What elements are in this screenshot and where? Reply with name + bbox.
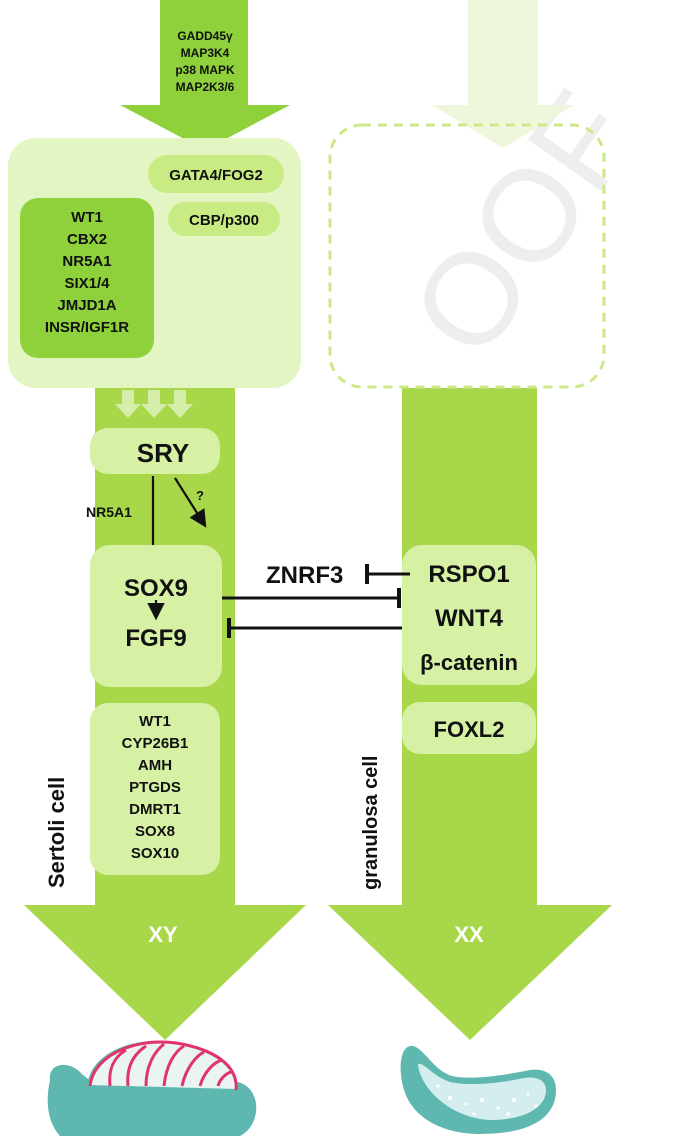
upstream-signal: p38 MAPK	[175, 63, 235, 77]
testis-cord	[180, 1050, 205, 1087]
follicle-dot	[526, 1092, 530, 1096]
nr5a1-label: NR5A1	[86, 504, 132, 520]
ovary-follicles	[436, 1084, 538, 1116]
upstream-signals-list: GADD45γ MAP3K4 p38 MAPK MAP2K3/6	[175, 29, 235, 94]
factor-item: INSR/IGF1R	[45, 319, 129, 336]
wnt4-label: WNT4	[435, 605, 504, 632]
granulosa-cell-label: granulosa cell	[360, 756, 382, 891]
sry-label: SRY	[137, 438, 190, 468]
follicle-dot	[464, 1102, 468, 1106]
znrf3-label: ZNRF3	[266, 562, 343, 589]
upstream-signal: MAP3K4	[181, 46, 230, 60]
foxl2-box	[402, 702, 536, 754]
target-item: SOX10	[131, 845, 179, 862]
gata4-fog2-label: GATA4/FOG2	[169, 167, 263, 184]
sertoli-targets-box	[90, 703, 220, 875]
follicle-dot	[512, 1098, 516, 1102]
target-item: CYP26B1	[122, 735, 189, 752]
fgf9-label: FGF9	[125, 625, 186, 652]
small-down-arrow	[167, 390, 193, 418]
sry-unknown-arrow	[174, 477, 207, 528]
testis-cord	[144, 1042, 165, 1087]
factor-item: JMJD1A	[57, 297, 116, 314]
rspo1-label: RSPO1	[428, 561, 509, 588]
activation-arrows	[115, 390, 193, 418]
testis-cord	[216, 1070, 233, 1087]
testis-cord	[162, 1044, 185, 1087]
testis-cord	[198, 1058, 223, 1087]
follicle-dot	[472, 1112, 476, 1116]
foxl2-label: FOXL2	[434, 717, 505, 742]
target-item: AMH	[138, 757, 172, 774]
upstream-signal: MAP2K3/6	[176, 80, 235, 94]
xy-label: XY	[148, 922, 178, 947]
small-down-arrow	[141, 390, 167, 418]
follicle-dot	[436, 1084, 440, 1088]
target-item: DMRT1	[129, 801, 181, 818]
cbp-p300-label: CBP/p300	[189, 212, 259, 229]
target-item: WT1	[139, 713, 171, 730]
factor-item: SIX1/4	[64, 275, 110, 292]
testis-illustration	[47, 1040, 257, 1136]
target-item: SOX8	[135, 823, 175, 840]
testis-cords	[88, 1040, 238, 1091]
beta-catenin-label: β-catenin	[420, 650, 518, 675]
ghost-upstream-arrow	[432, 0, 574, 148]
empty-upstream-box	[328, 123, 606, 389]
question-mark: ?	[196, 488, 204, 503]
testis-cord	[108, 1048, 127, 1087]
sox9-label: SOX9	[124, 575, 188, 602]
follicle-dot	[534, 1104, 538, 1108]
upstream-signal: GADD45γ	[177, 29, 233, 43]
cbp-p300-pill	[168, 202, 280, 236]
rspo1-wnt4-box	[402, 545, 536, 685]
upstream-factors-list: WT1 CBX2 NR5A1 SIX1/4 JMJD1A INSR/IGF1R	[45, 209, 129, 336]
follicle-dot	[480, 1098, 484, 1102]
factor-item: NR5A1	[62, 253, 111, 270]
follicle-dot	[448, 1096, 452, 1100]
follicle-dot	[506, 1112, 510, 1116]
ovary-illustration	[400, 1045, 556, 1134]
upstream-signal-arrow	[120, 0, 290, 150]
target-item: PTGDS	[129, 779, 181, 796]
testis-cord	[126, 1044, 147, 1087]
sertoli-targets-list: WT1 CYP26B1 AMH PTGDS DMRT1 SOX8 SOX10	[122, 713, 189, 862]
follicle-dot	[496, 1106, 500, 1110]
factor-item: CBX2	[67, 231, 107, 248]
small-down-arrow	[115, 390, 141, 418]
ovary-body	[418, 1063, 546, 1120]
gata4-fog2-pill	[148, 155, 284, 193]
sry-box	[90, 428, 220, 474]
upstream-factors-list-box	[20, 198, 154, 358]
sertoli-cell-label: Sertoli cell	[44, 777, 69, 888]
factor-item: WT1	[71, 209, 103, 226]
xx-label: XX	[454, 922, 484, 947]
